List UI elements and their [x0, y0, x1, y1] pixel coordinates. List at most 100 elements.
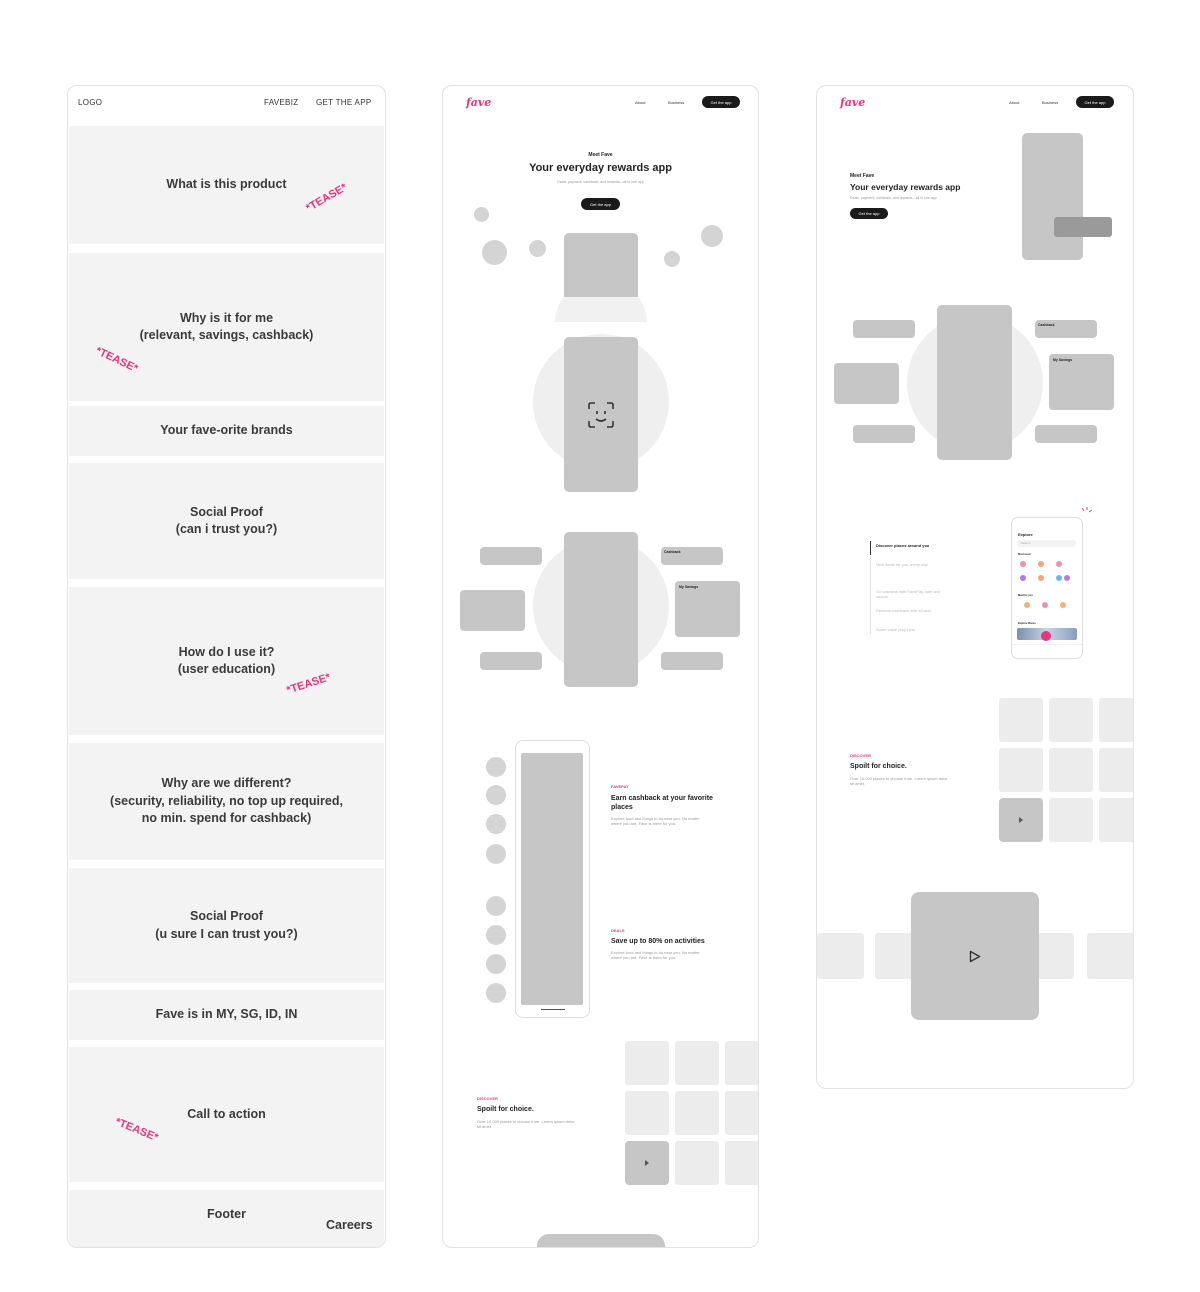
card-placeholder — [460, 590, 525, 631]
meal-icon[interactable] — [1060, 602, 1066, 608]
outline-section-footer: Footer — [69, 1190, 384, 1247]
place-tile[interactable] — [725, 1041, 758, 1085]
video-tile[interactable] — [999, 798, 1043, 842]
hero-card-placeholder — [1054, 217, 1112, 237]
outline-section-different: Why are we different? (security, reliabi… — [69, 743, 384, 860]
place-tile[interactable] — [675, 1091, 719, 1135]
outline-section-product: What is this product — [69, 126, 384, 244]
category-icon[interactable] — [1020, 575, 1026, 581]
outline-section-user-education: How do I use it? (user education) — [69, 587, 384, 735]
cashback-card-label: Cashback — [664, 550, 681, 554]
nav-business[interactable]: Business — [1042, 100, 1059, 105]
place-tile[interactable] — [1049, 698, 1093, 742]
explore-search-bar[interactable]: Search — [1017, 540, 1076, 547]
place-tile[interactable] — [1049, 798, 1093, 842]
discover-eyebrow: DISCOVER — [850, 753, 871, 758]
place-tile[interactable] — [725, 1091, 758, 1135]
get-app-button[interactable]: Get the app — [1076, 96, 1114, 108]
section-label: Fave is in MY, SG, ID, IN — [155, 1007, 298, 1022]
place-tile[interactable] — [1099, 748, 1133, 792]
brand-bubble — [701, 225, 723, 247]
savings-card: My Savings — [675, 581, 740, 637]
nav-about[interactable]: About — [1009, 100, 1020, 105]
footer-careers-link[interactable]: Careers — [326, 1218, 373, 1232]
sparkle-icon — [1081, 507, 1093, 513]
section-label: Why is it for me (relevant, savings, cas… — [139, 310, 314, 343]
feature-eyebrow: FAVEPAY — [611, 784, 629, 789]
category-icon[interactable] — [1020, 561, 1026, 567]
place-tile[interactable] — [999, 748, 1043, 792]
step-dot — [486, 954, 506, 974]
place-tile[interactable] — [1049, 748, 1093, 792]
category-icon[interactable] — [1056, 575, 1062, 581]
place-tile[interactable] — [725, 1141, 758, 1185]
carousel-slide[interactable] — [1087, 933, 1133, 979]
bottom-tab-bar — [1012, 644, 1082, 658]
card-placeholder — [853, 320, 915, 338]
outline-section-cta: Call to action — [69, 1047, 384, 1182]
section-label: Why are we different? (security, reliabi… — [110, 776, 343, 826]
outline-section-social-proof-2: Social Proof (u sure I can trust you?) — [69, 868, 384, 983]
card-placeholder — [834, 363, 899, 404]
savings-card: My Savings — [1049, 354, 1114, 410]
meal-icon[interactable] — [1042, 602, 1048, 608]
meal-icon[interactable] — [1024, 602, 1030, 608]
outline-panel: LOGO FAVEBIZ GET THE APP What is this pr… — [67, 85, 386, 1248]
step-item[interactable]: Go cashless with FavePay, safe and secur… — [876, 589, 941, 599]
bottom-placeholder — [537, 1234, 665, 1247]
category-icon[interactable] — [1038, 561, 1044, 567]
place-tile[interactable] — [1099, 698, 1133, 742]
discover-title: Spoilt for choice. — [477, 1106, 534, 1113]
brand-bubble — [664, 251, 680, 267]
place-tile[interactable] — [625, 1091, 669, 1135]
play-icon[interactable] — [969, 950, 981, 963]
place-tile[interactable] — [999, 698, 1043, 742]
explore-search-placeholder: Search — [1021, 541, 1031, 545]
cashback-card: Cashback — [661, 547, 723, 565]
brand-bubble — [482, 240, 507, 265]
step-item-active[interactable]: Discover places around you — [876, 543, 930, 548]
section-label: How do I use it? (user education) — [177, 644, 276, 677]
brand-bubble — [474, 207, 489, 222]
step-item[interactable]: Redeem cashback with eCards — [876, 608, 932, 613]
discover-eyebrow: DISCOVER — [477, 1096, 498, 1101]
step-dot — [486, 785, 506, 805]
hero-phone-placeholder — [564, 233, 638, 297]
card-placeholder — [1035, 425, 1097, 443]
card-placeholder — [853, 425, 915, 443]
carousel-slide[interactable] — [817, 933, 864, 979]
outline-section-countries: Fave is in MY, SG, ID, IN — [69, 990, 384, 1040]
feature-title: Earn cashback at your favorite places — [611, 795, 713, 811]
get-app-button[interactable]: Get the app — [702, 96, 740, 108]
category-icon[interactable] — [1038, 575, 1044, 581]
step-dot — [486, 983, 506, 1003]
feature-eyebrow: DEALS — [611, 928, 625, 933]
discover-title: Spoilt for choice. — [850, 763, 907, 770]
video-tile[interactable] — [625, 1141, 669, 1185]
outline-nav: LOGO FAVEBIZ GET THE APP — [68, 86, 385, 121]
fave-logo[interactable]: fave — [466, 96, 492, 109]
place-tile[interactable] — [675, 1141, 719, 1185]
hero-cta-button[interactable]: Get the app — [850, 208, 888, 219]
category-icon[interactable] — [1064, 575, 1070, 581]
fave-logo[interactable]: fave — [840, 96, 866, 109]
place-tile[interactable] — [675, 1041, 719, 1085]
nav-business[interactable]: Business — [668, 100, 685, 105]
step-item[interactable]: New deals for you, every day — [876, 562, 928, 567]
play-icon — [1019, 817, 1023, 823]
step-item[interactable]: Some value prop here — [876, 627, 916, 632]
scan-pay-button[interactable] — [1041, 631, 1051, 641]
brand-bubble — [529, 240, 546, 257]
featured-video[interactable] — [911, 892, 1039, 1020]
nav-link-favebiz[interactable]: FAVEBIZ — [264, 98, 299, 107]
nav-about[interactable]: About — [635, 100, 646, 105]
place-tile[interactable] — [1099, 798, 1133, 842]
category-icon[interactable] — [1056, 561, 1062, 567]
hero-cta-button[interactable]: Get the app — [581, 198, 620, 210]
step-indicator-active — [870, 541, 871, 555]
discover-body: Over 10,000 places to choose from. Lorem… — [477, 1119, 575, 1129]
nav-link-get-app[interactable]: GET THE APP — [316, 98, 372, 107]
hero-title: Your everyday rewards app — [529, 162, 672, 174]
logo-placeholder[interactable]: LOGO — [78, 98, 103, 107]
place-tile[interactable] — [625, 1041, 669, 1085]
